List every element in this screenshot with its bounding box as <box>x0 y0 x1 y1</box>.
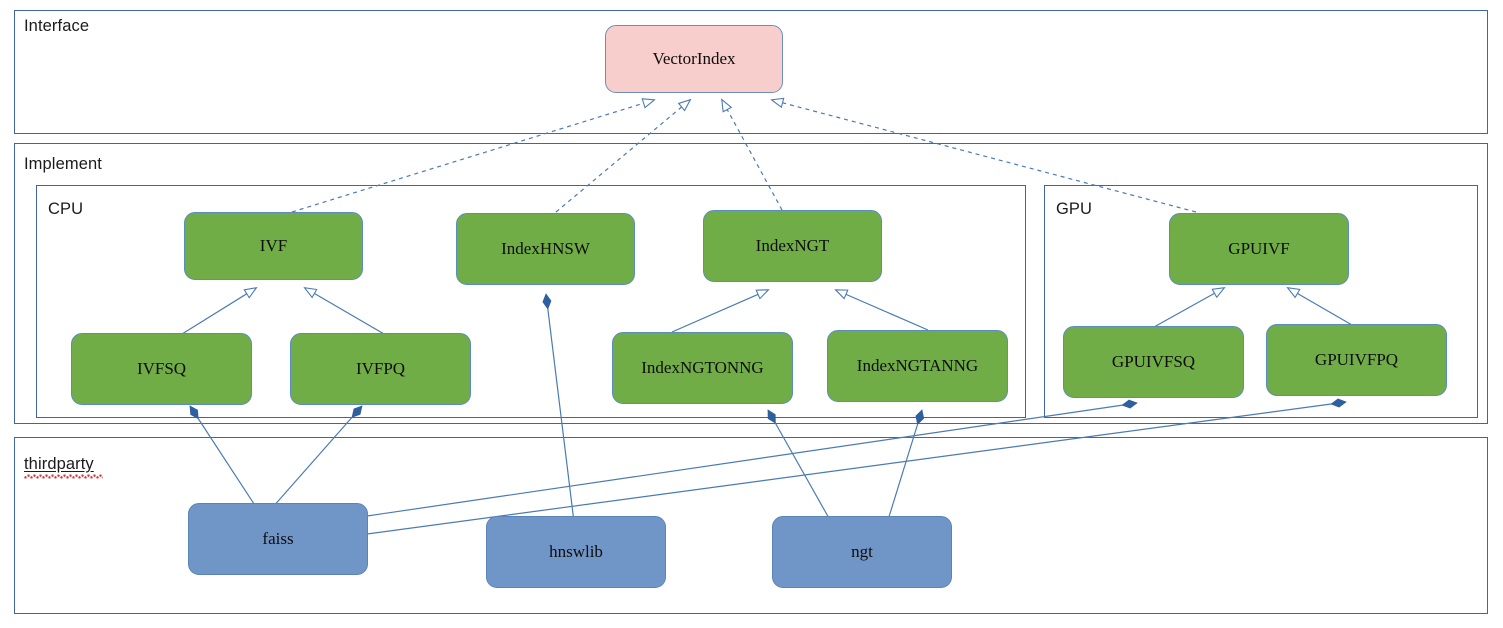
node-gpuivf[interactable]: GPUIVF <box>1169 213 1349 285</box>
node-indexhnsw[interactable]: IndexHNSW <box>456 213 635 285</box>
node-gpuivfsq[interactable]: GPUIVFSQ <box>1063 326 1244 398</box>
node-indexngtanng[interactable]: IndexNGTANNG <box>827 330 1008 402</box>
node-ngt[interactable]: ngt <box>772 516 952 588</box>
node-ivf[interactable]: IVF <box>184 212 363 280</box>
node-vectorindex[interactable]: VectorIndex <box>605 25 783 93</box>
node-hnswlib[interactable]: hnswlib <box>486 516 666 588</box>
node-indexngt[interactable]: IndexNGT <box>703 210 882 282</box>
node-ivfpq[interactable]: IVFPQ <box>290 333 471 405</box>
container-interface-label: Interface <box>24 17 90 35</box>
node-ivfsq[interactable]: IVFSQ <box>71 333 252 405</box>
node-faiss[interactable]: faiss <box>188 503 368 575</box>
container-gpu-label: GPU <box>1056 200 1093 218</box>
node-gpuivfpq[interactable]: GPUIVFPQ <box>1266 324 1447 396</box>
container-implement-label: Implement <box>24 155 102 173</box>
node-indexngtonng[interactable]: IndexNGTONNG <box>612 332 793 404</box>
spellcheck-underline-icon <box>24 474 103 479</box>
container-cpu-label: CPU <box>48 200 84 218</box>
container-thirdparty-label: thirdparty <box>24 455 94 473</box>
